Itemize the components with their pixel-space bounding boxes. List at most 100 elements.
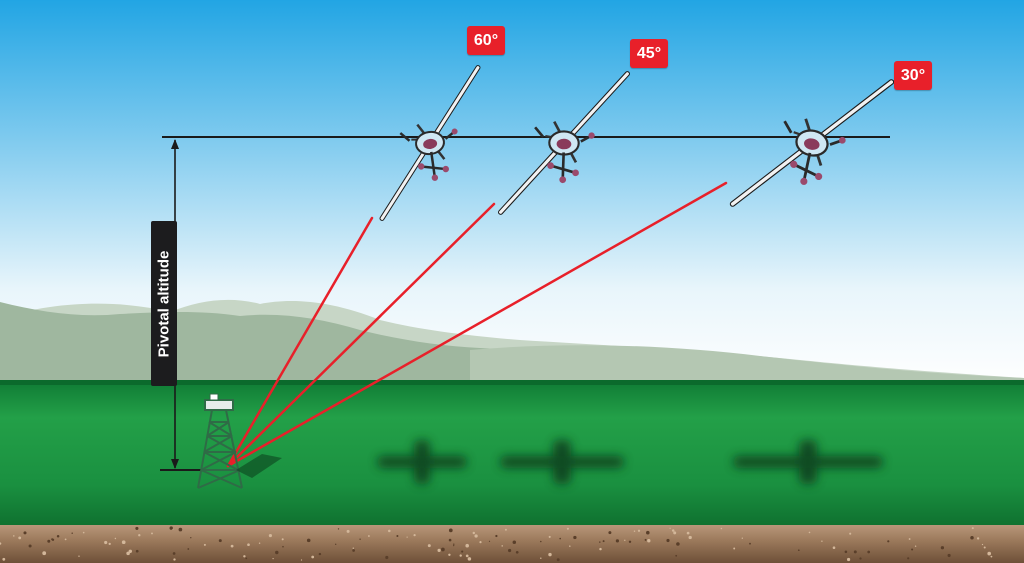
- soil-speckle: [947, 553, 951, 558]
- soil-speckle: [247, 543, 250, 547]
- soil-speckle: [448, 553, 451, 556]
- pivotal-altitude-text: Pivotal altitude: [155, 250, 173, 357]
- soil-speckle: [821, 540, 823, 542]
- soil-speckle: [608, 531, 612, 535]
- soil-speckle: [990, 555, 993, 558]
- soil-speckle: [441, 547, 445, 552]
- soil-speckle: [676, 542, 680, 546]
- soil-speckle: [914, 545, 917, 547]
- soil-speckle: [169, 526, 173, 530]
- horizon-line: [0, 380, 1024, 385]
- soil-speckle: [465, 554, 469, 558]
- soil-speckle: [474, 534, 478, 538]
- soil-speckle: [599, 541, 601, 543]
- soil-speckle: [218, 539, 222, 543]
- soil-speckle: [540, 540, 542, 543]
- sight-line-60: [226, 216, 374, 468]
- soil-speckle: [437, 548, 441, 553]
- soil-speckle: [82, 531, 85, 534]
- soil-speckle: [847, 557, 851, 562]
- soil-speckle: [335, 543, 337, 545]
- airplane-shadows: [377, 440, 883, 484]
- sight-line-45: [226, 202, 496, 468]
- soil-speckle: [599, 547, 602, 551]
- soil-speckle: [970, 535, 974, 540]
- soil-speckle: [908, 538, 911, 540]
- soil-speckle: [135, 549, 139, 553]
- soil: [0, 525, 1024, 563]
- soil-speckle: [385, 555, 389, 560]
- soil-speckle: [13, 535, 15, 537]
- soil-speckle: [602, 540, 605, 543]
- soil-speckle: [64, 538, 67, 541]
- soil-speckle: [666, 538, 670, 543]
- soil-speckle: [573, 535, 577, 540]
- soil-speckle: [971, 527, 974, 530]
- soil-speckle: [556, 558, 560, 562]
- soil-speckle: [135, 526, 139, 530]
- soil-speckle: [637, 529, 641, 532]
- soil-speckle: [47, 539, 51, 543]
- soil-speckle: [624, 539, 626, 542]
- soil-speckle: [671, 529, 675, 532]
- soil-speckle: [741, 537, 743, 539]
- soil-speckle: [844, 550, 848, 554]
- angle-badge-60: 60°: [467, 26, 505, 55]
- soil-speckle: [749, 542, 751, 545]
- soil-speckle: [388, 529, 391, 533]
- soil-speckle: [114, 537, 117, 540]
- soil-speckle: [720, 527, 723, 530]
- soil-speckle: [453, 544, 455, 547]
- soil-speckle: [465, 543, 469, 548]
- soil-speckle: [121, 540, 126, 545]
- soil-speckle: [467, 557, 472, 561]
- soil-speckle: [566, 527, 569, 530]
- soil-speckle: [18, 536, 22, 540]
- soil-speckle: [673, 531, 677, 535]
- ground: [0, 380, 1024, 530]
- soil-speckle: [515, 550, 519, 554]
- soil-speckle: [853, 550, 857, 554]
- pylon-icon: [197, 393, 243, 489]
- soil-speckle: [686, 531, 690, 535]
- soil-speckle: [448, 538, 452, 542]
- soil-speckle: [78, 555, 80, 557]
- soil-speckle: [675, 554, 678, 557]
- soil-speckle: [859, 557, 862, 560]
- soil-speckle: [126, 551, 130, 556]
- soil-speckle: [504, 528, 507, 531]
- soil-speckle: [367, 535, 370, 537]
- soil-speckle: [507, 548, 512, 553]
- airplane-shadow-icon: [377, 440, 467, 484]
- soil-speckle: [940, 546, 945, 550]
- soil-speckle: [907, 557, 910, 560]
- soil-speckle: [346, 529, 350, 533]
- soil-speckle: [808, 531, 811, 534]
- sight-lines: [226, 181, 728, 468]
- soil-speckle: [501, 545, 503, 547]
- soil-speckle: [108, 542, 111, 546]
- soil-speckle: [173, 558, 176, 561]
- soil-speckle: [628, 540, 632, 543]
- soil-speckle: [911, 548, 914, 551]
- soil-speckle: [352, 547, 355, 549]
- soil-speckle: [359, 538, 361, 540]
- soil-speckle: [733, 547, 736, 550]
- soil-speckle: [282, 545, 284, 548]
- soil-speckle: [337, 528, 340, 530]
- airplane-shadow-icon: [733, 440, 883, 484]
- soil-speckle: [42, 551, 47, 556]
- soil-speckle: [406, 536, 408, 538]
- soil-speckle: [245, 557, 248, 560]
- soil-speckle: [669, 527, 671, 529]
- soil-speckle: [190, 537, 192, 539]
- soil-speckle: [281, 538, 284, 541]
- soil-speckle: [258, 542, 261, 544]
- angle-badge-45: 45°: [630, 39, 668, 68]
- soil-speckle: [461, 550, 464, 553]
- pylon-shadow: [236, 454, 282, 478]
- soil-speckle: [104, 540, 108, 545]
- soil-speckle: [832, 546, 836, 549]
- distant-hills-front: [0, 302, 560, 385]
